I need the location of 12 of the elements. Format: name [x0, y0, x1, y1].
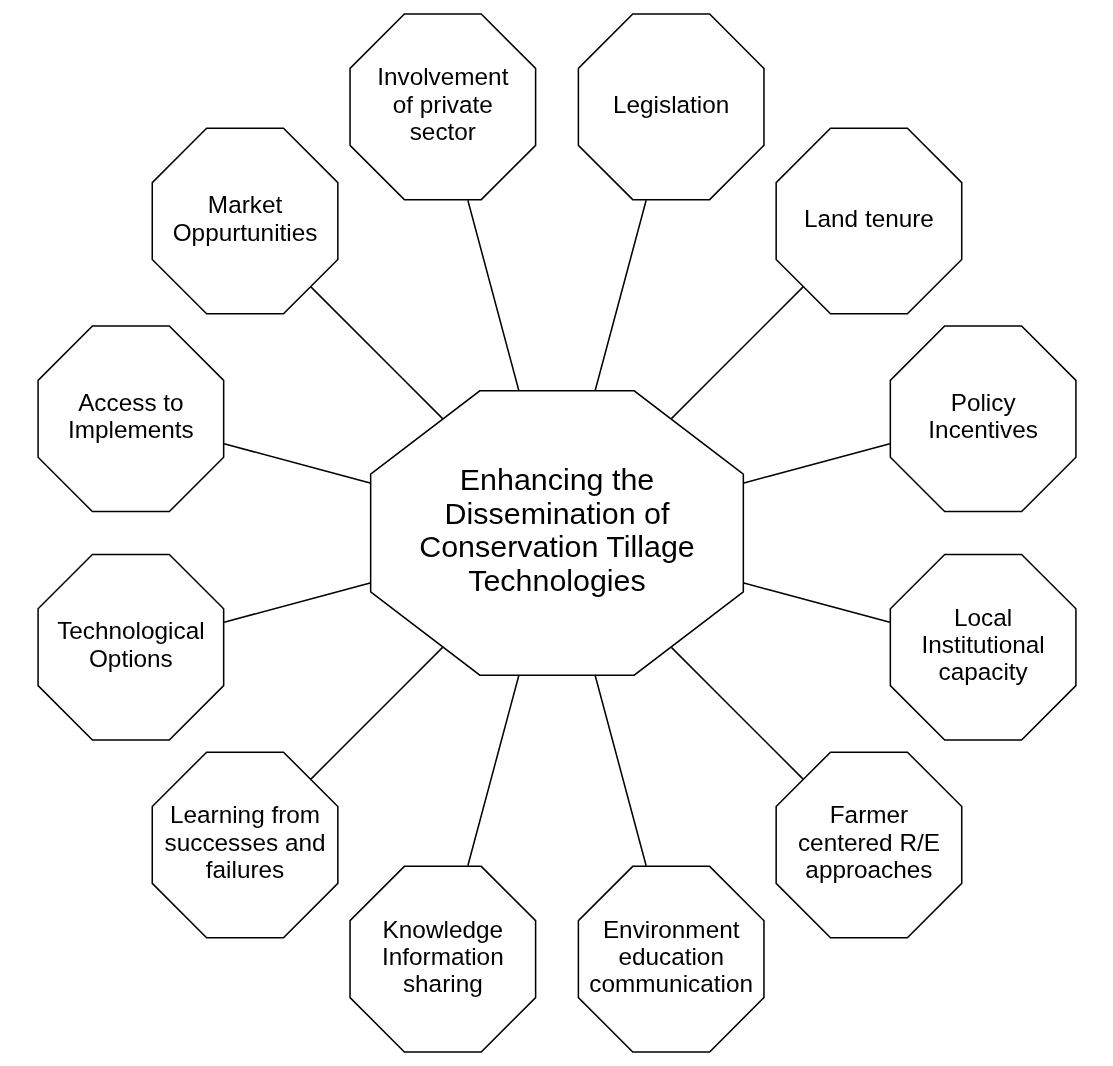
connector [593, 674, 647, 867]
connector [742, 443, 891, 484]
connector [309, 646, 443, 780]
connector [309, 286, 443, 420]
connector [670, 286, 804, 420]
connector [670, 646, 804, 780]
connector [593, 199, 647, 392]
connector [742, 582, 891, 623]
connector [222, 443, 371, 484]
connector [466, 674, 520, 867]
connector [222, 582, 371, 623]
connector [466, 199, 520, 392]
